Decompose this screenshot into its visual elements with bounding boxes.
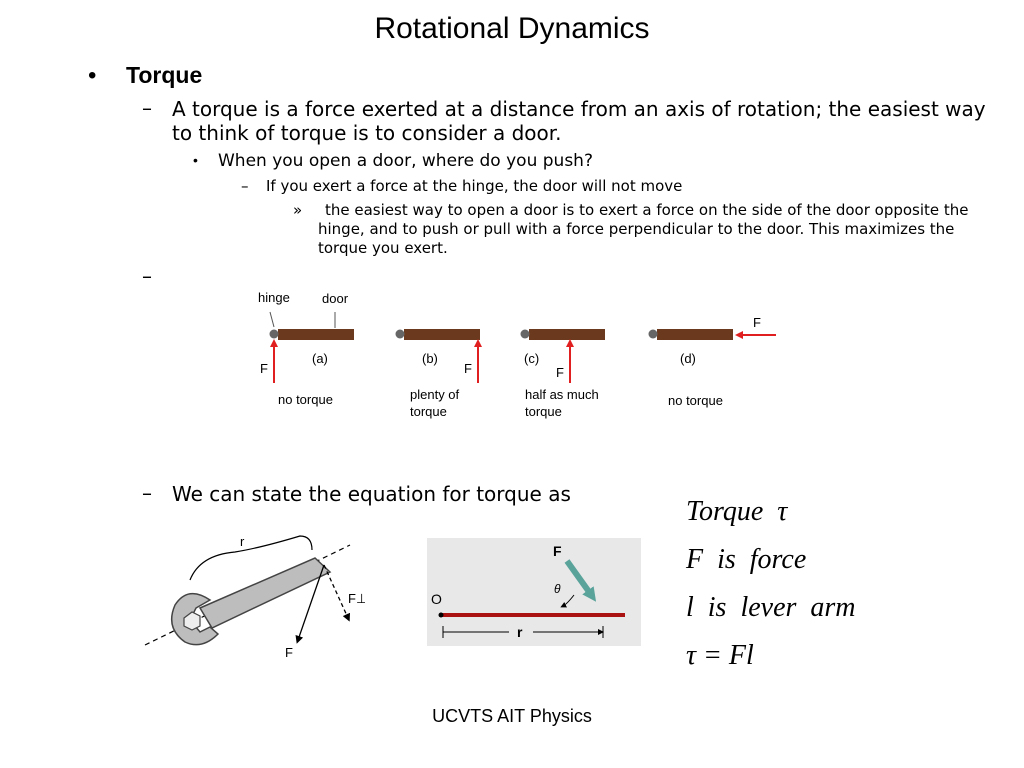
panel-tag-a: (a) — [312, 351, 328, 366]
lever-r-label: r — [517, 624, 523, 640]
hinge-statement: If you exert a force at the hinge, the d… — [266, 177, 683, 195]
force-label-c: F — [556, 365, 564, 380]
equation-lever-arm: l is lever arm — [686, 592, 856, 623]
lever-arm-figure: F θ O r — [427, 538, 641, 646]
wrench-fperp-label: F⊥ — [348, 591, 365, 606]
lever-force-arrow — [564, 559, 597, 602]
panel-tag-d: (d) — [680, 351, 696, 366]
wrench-handle — [198, 557, 332, 629]
hinge-pointer-line — [269, 311, 275, 328]
theta-label: θ — [554, 582, 561, 596]
caption-c-line1: half as much — [525, 387, 599, 402]
slide-title: Rotational Dynamics — [374, 12, 650, 45]
hinge-dot-d — [648, 329, 658, 339]
sub-bullet-marker: • — [193, 152, 198, 168]
equation-intro: We can state the equation for torque as — [172, 482, 571, 506]
hinge-label: hinge — [258, 290, 290, 305]
door-bar-d — [657, 329, 733, 340]
wrench-head — [170, 592, 220, 646]
slide-footer: UCVTS AIT Physics — [432, 706, 592, 726]
wrench-fperp-arrow — [323, 564, 350, 622]
door-bar-b — [404, 329, 480, 340]
bullet-torque: Torque — [126, 62, 203, 88]
theta-arc — [560, 594, 575, 608]
panel-tag-b: (b) — [422, 351, 438, 366]
wrench-f-label: F — [285, 645, 293, 660]
caption-c-line2: torque — [525, 404, 562, 419]
lever-f-label: F — [553, 543, 562, 559]
wrench-force-arrow — [295, 564, 325, 644]
dash-marker: – — [142, 96, 152, 120]
hinge-dot-a — [269, 329, 279, 339]
panel-tag-c: (c) — [524, 351, 539, 366]
door-torque-figure: hinge door F (a) no torque F (b) plenty … — [258, 290, 776, 419]
torque-definition: A torque is a force exerted at a distanc… — [172, 97, 986, 145]
hinge-dot-c — [520, 329, 530, 339]
wrench-figure: r F⊥ F — [144, 534, 365, 660]
dash-marker-empty: – — [142, 264, 152, 288]
equation-force: F is force — [686, 544, 807, 575]
equation-formula: τ = Fl — [686, 640, 754, 671]
force-label-a: F — [260, 361, 268, 376]
lever-o-label: O — [431, 591, 442, 607]
force-label-d: F — [753, 315, 761, 330]
lever-figure-background — [427, 538, 641, 646]
r-brace — [189, 535, 313, 581]
hinge-dot-b — [395, 329, 405, 339]
easiest-way-text: the easiest way to open a door is to exe… — [318, 201, 969, 257]
dash-marker-equation: – — [142, 481, 152, 505]
force-label-b: F — [464, 361, 472, 376]
caption-d: no torque — [668, 393, 723, 408]
door-label: door — [322, 291, 349, 306]
door-question: When you open a door, where do you push? — [218, 151, 593, 171]
equation-torque: Torque τ — [686, 496, 788, 527]
guillemet-marker: » — [293, 201, 303, 219]
caption-a: no torque — [278, 392, 333, 407]
door-bar-c — [529, 329, 605, 340]
bullet-marker: • — [88, 62, 97, 89]
wrench-nut — [183, 611, 201, 631]
caption-b-line1: plenty of — [410, 387, 460, 402]
dash-marker-small: – — [241, 177, 249, 195]
pivot-dot — [438, 612, 444, 618]
caption-b-line2: torque — [410, 404, 447, 419]
door-bar-a — [278, 329, 354, 340]
wrench-r-label: r — [240, 534, 245, 549]
